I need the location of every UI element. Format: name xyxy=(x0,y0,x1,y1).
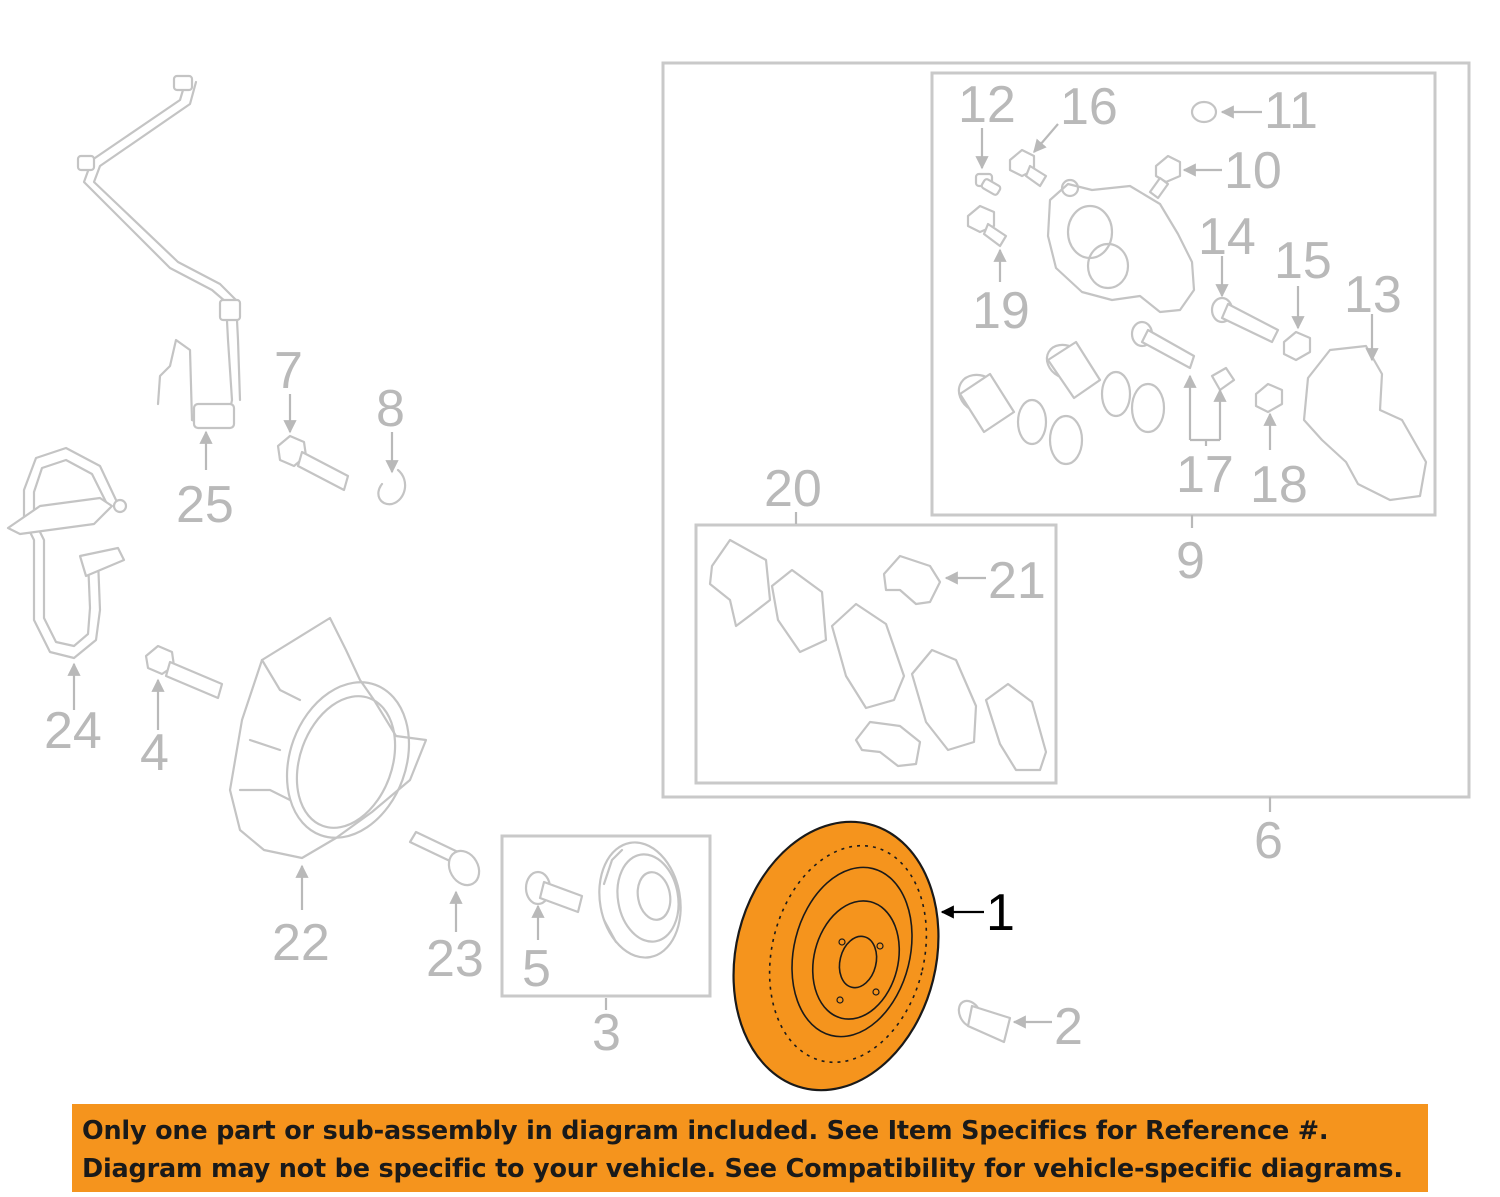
callout-16[interactable]: 16 xyxy=(1060,78,1118,136)
brake-hose-part-25 xyxy=(76,74,242,430)
callout-12[interactable]: 12 xyxy=(958,76,1016,134)
bolt-part-16 xyxy=(1008,148,1048,188)
bolt-part-4 xyxy=(144,644,224,700)
callout-18[interactable]: 18 xyxy=(1250,456,1308,514)
bolt-part-19 xyxy=(966,204,1008,248)
disclaimer-banner: Only one part or sub-assembly in diagram… xyxy=(72,1104,1428,1192)
callout-11[interactable]: 11 xyxy=(1264,82,1318,140)
guide-pin-part-14 xyxy=(1210,296,1280,344)
pad-clips-part-21 xyxy=(854,554,942,768)
piston-seal-set xyxy=(957,340,1166,466)
nut-part-18 xyxy=(1254,382,1284,414)
callout-24[interactable]: 24 xyxy=(44,702,102,760)
callout-23[interactable]: 23 xyxy=(426,930,484,988)
snap-ring-part-8 xyxy=(377,468,407,506)
cap-part-11 xyxy=(1190,100,1218,124)
callout-15[interactable]: 15 xyxy=(1274,232,1332,290)
callout-9[interactable]: 9 xyxy=(1176,532,1205,590)
group-box-20 xyxy=(694,523,1058,785)
group-box-9 xyxy=(930,71,1437,517)
hub-assembly-part-3 xyxy=(598,841,682,959)
callout-19[interactable]: 19 xyxy=(972,282,1030,340)
hub-bolt-part-5 xyxy=(524,870,584,914)
bolt-part-17 xyxy=(1130,320,1236,392)
callout-14[interactable]: 14 xyxy=(1198,208,1256,266)
callout-2[interactable]: 2 xyxy=(1054,998,1083,1056)
bleeder-part-12 xyxy=(974,172,1002,196)
brake-pads-part-20 xyxy=(708,538,1048,772)
bolt-part-7 xyxy=(276,434,350,492)
group-box-3 xyxy=(500,834,712,998)
callout-3[interactable]: 3 xyxy=(592,1004,621,1062)
disclaimer-line-1: Only one part or sub-assembly in diagram… xyxy=(82,1116,1329,1146)
callout-25[interactable]: 25 xyxy=(176,476,234,534)
callout-1[interactable]: 1 xyxy=(986,884,1015,942)
callout-5[interactable]: 5 xyxy=(522,940,551,998)
caliper-bracket-part-13 xyxy=(1302,344,1428,502)
bolt-part-10 xyxy=(1148,154,1182,200)
disclaimer-line-2: Diagram may not be specific to your vehi… xyxy=(82,1154,1403,1184)
brake-rotor-part-1[interactable] xyxy=(706,800,966,1112)
callout-10[interactable]: 10 xyxy=(1224,142,1282,200)
nut-part-15 xyxy=(1282,330,1312,362)
stud-part-23 xyxy=(408,830,481,887)
callout-6[interactable]: 6 xyxy=(1254,812,1283,870)
callout-21[interactable]: 21 xyxy=(988,552,1046,610)
callout-13[interactable]: 13 xyxy=(1344,266,1402,324)
caliper-housing xyxy=(1046,178,1196,314)
callout-4[interactable]: 4 xyxy=(140,724,169,782)
callout-17[interactable]: 17 xyxy=(1176,446,1234,504)
dust-shield-part-22 xyxy=(228,616,428,860)
callout-7[interactable]: 7 xyxy=(274,342,303,400)
bolt-part-2 xyxy=(957,999,1012,1044)
group-box-6 xyxy=(661,61,1471,799)
callout-8[interactable]: 8 xyxy=(376,380,405,438)
callout-20[interactable]: 20 xyxy=(764,460,822,518)
wheel-speed-sensor-part-24 xyxy=(6,446,128,660)
callout-22[interactable]: 22 xyxy=(272,914,330,972)
